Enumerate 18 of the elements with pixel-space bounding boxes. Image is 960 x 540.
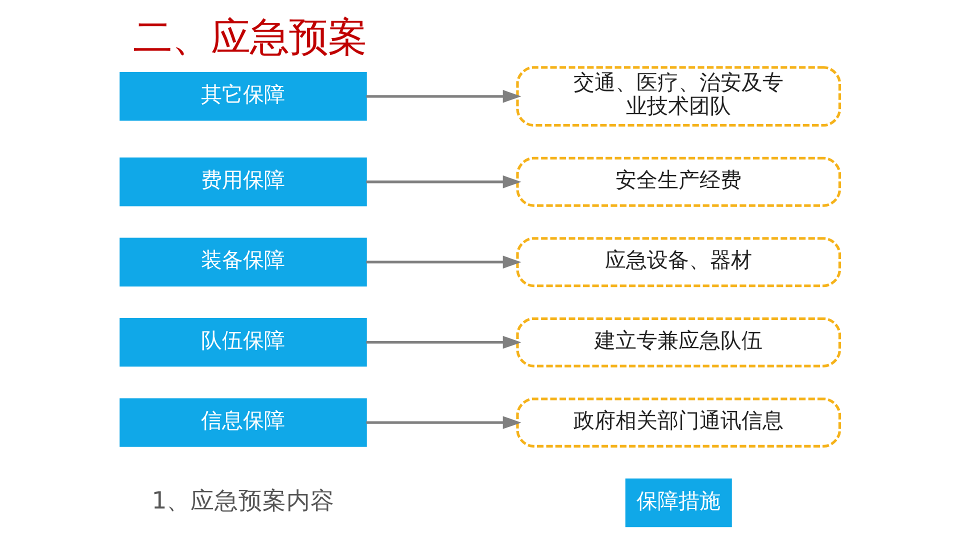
node-box: 其它保障 [120,72,367,121]
node-box: 应急设备、器材 [516,237,842,288]
node-box: 装备保障 [120,238,367,286]
arrow [366,336,522,349]
node-box: 信息保障 [120,398,367,447]
diagram-title: 二、应急预案 [132,14,367,60]
arrow [366,175,522,188]
label: 1、应急预案内容 [152,486,335,515]
node-box: 队伍保障 [120,318,367,367]
arrow [366,90,522,103]
node-box: 保障措施 [625,478,732,528]
arrow [366,256,522,269]
arrow [366,416,522,430]
node-box: 安全生产经费 [516,156,842,207]
node-box: 建立专兼应急队伍 [516,317,842,368]
node-box: 费用保障 [120,158,367,206]
node-box: 交通、医疗、治安及专业技术团队 [516,66,842,127]
node-box: 政府相关部门通讯信息 [516,398,842,448]
